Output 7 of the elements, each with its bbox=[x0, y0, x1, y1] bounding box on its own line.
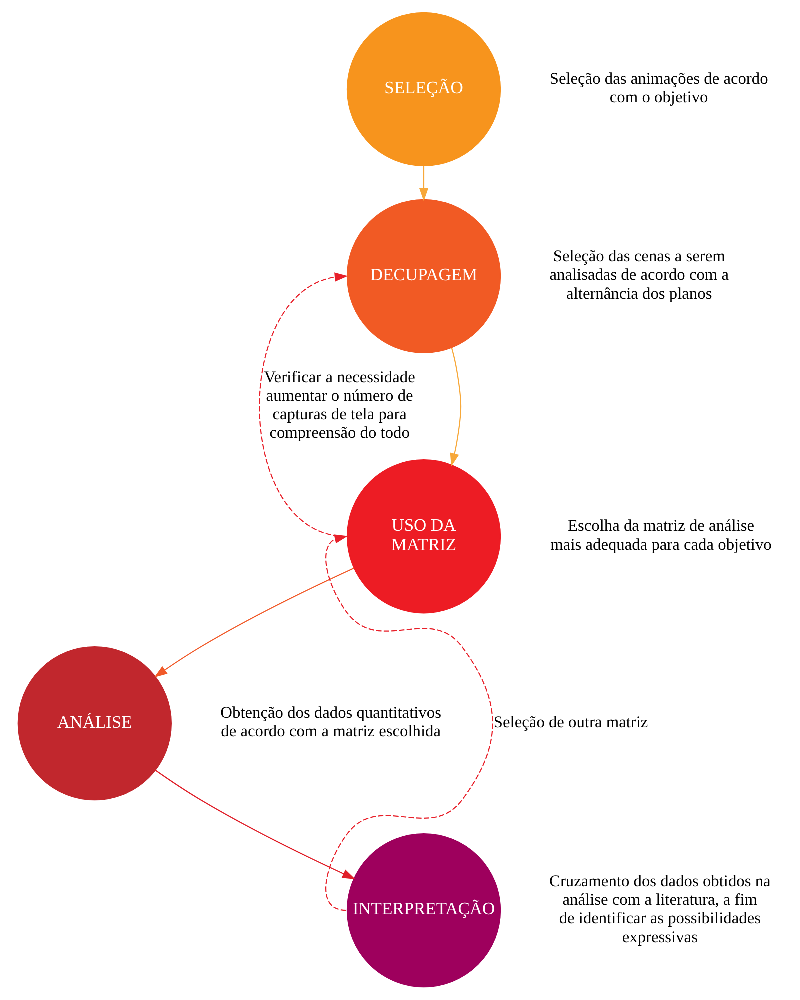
node-label: Seleção das animações de acordo com o objetivo bbox=[549, 68, 768, 107]
node-label: Escolha da matriz de análise mais adequada para cada objetivo bbox=[550, 516, 772, 554]
node-label: Obtenção dos dados quantitativos de acordo com a matriz escolhida bbox=[220, 703, 441, 741]
node-label: Cruzamento dos dados obtidos na análise com a literatura, a fim de identificar as possibilidades expressivas bbox=[549, 872, 770, 946]
edge-label: Verificar a necessidade aumentar o número de capturas de tela para compreensão do todo bbox=[264, 367, 415, 442]
node-label: Seleção das cenas a serem analisadas de acordo com a alternância dos planos bbox=[549, 246, 729, 303]
edge-label: Seleção de outra matriz bbox=[493, 712, 648, 732]
